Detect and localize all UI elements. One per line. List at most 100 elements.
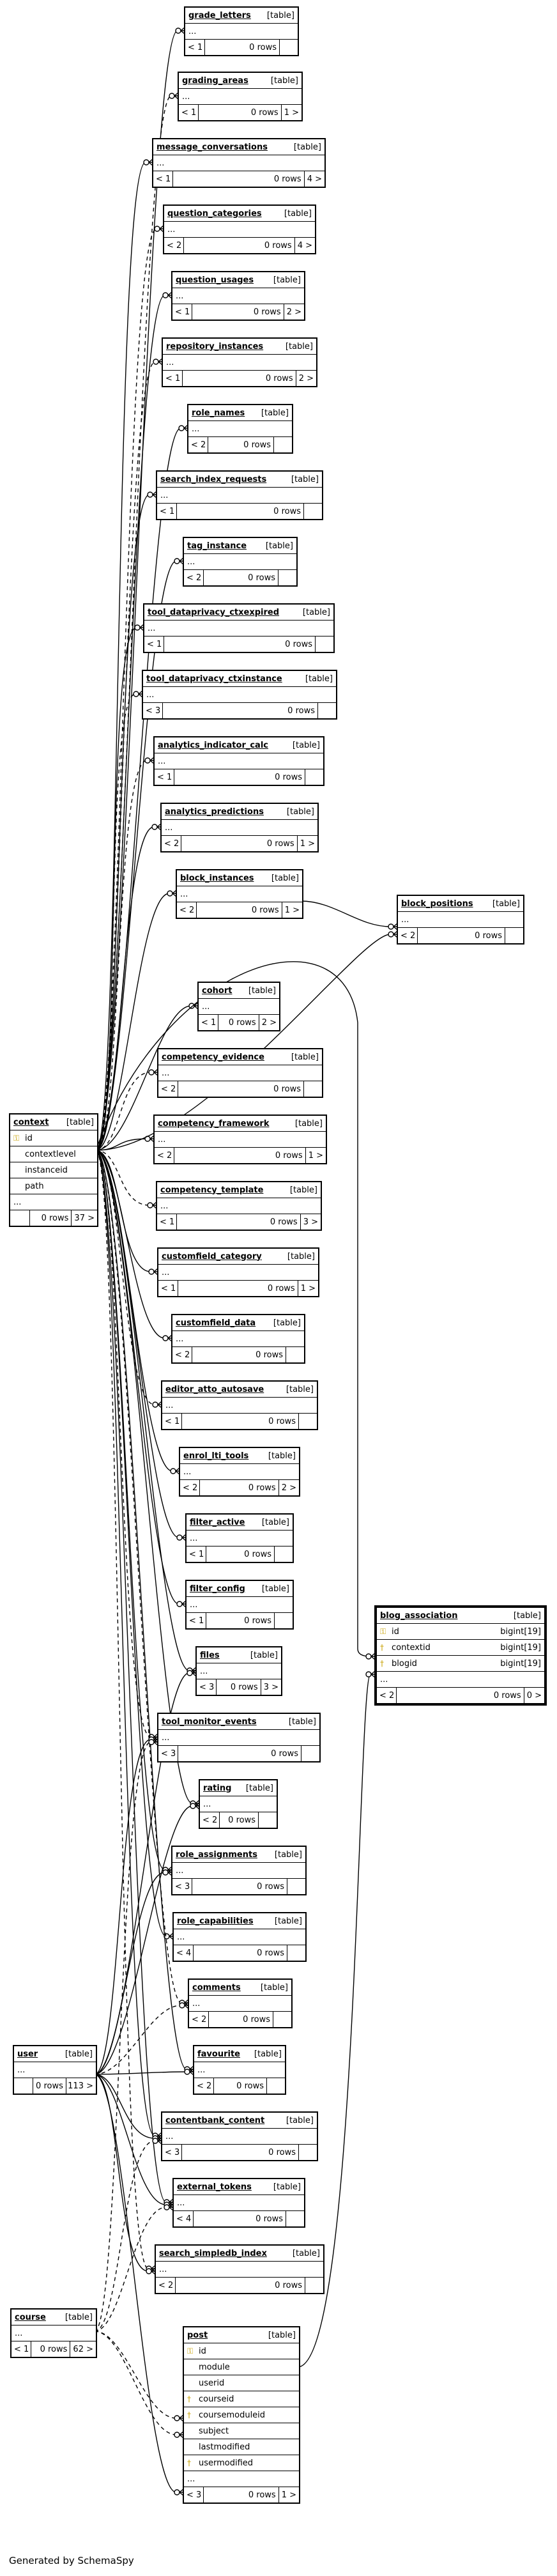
parent-count[interactable]: < 1 <box>163 371 183 386</box>
parent-count[interactable]: < 2 <box>177 902 197 918</box>
parent-count[interactable]: < 2 <box>377 1688 397 1703</box>
parent-count[interactable]: < 2 <box>188 437 208 452</box>
parent-count[interactable]: < 1 <box>157 504 177 519</box>
parent-count[interactable]: < 1 <box>187 1546 206 1562</box>
table-name[interactable]: competency_evidence <box>162 1052 264 1062</box>
parent-count[interactable]: < 1 <box>11 2341 31 2357</box>
table-name[interactable]: comments <box>192 1982 241 1993</box>
child-count[interactable] <box>274 437 292 452</box>
child-count[interactable]: 2 > <box>298 373 314 383</box>
parent-count[interactable]: < 1 <box>162 1414 182 1429</box>
table-name[interactable]: grade_letters <box>188 10 251 20</box>
table-name[interactable]: question_categories <box>167 208 262 219</box>
parent-count[interactable]: < 2 <box>158 1081 178 1097</box>
table-name[interactable]: contentbank_content <box>165 2115 265 2125</box>
child-count[interactable] <box>286 2211 304 2226</box>
table-name[interactable]: tag_instance <box>187 541 247 551</box>
parent-count[interactable]: < 3 <box>158 1746 178 1761</box>
table-name[interactable]: cohort <box>202 985 233 996</box>
child-count[interactable] <box>305 769 323 785</box>
table-name[interactable]: tool_dataprivacy_ctxinstance <box>146 674 282 684</box>
child-count[interactable] <box>275 1613 293 1628</box>
table-name[interactable]: files <box>200 1650 220 1660</box>
parent-count[interactable]: < 1 <box>172 304 192 320</box>
child-count[interactable] <box>286 1347 304 1362</box>
parent-count[interactable]: < 1 <box>179 105 199 120</box>
child-count[interactable] <box>287 1945 305 1961</box>
table-name[interactable]: favourite <box>197 2049 240 2059</box>
parent-count[interactable]: < 1 <box>153 171 173 187</box>
parent-count[interactable]: < 3 <box>184 2487 204 2503</box>
table-name[interactable]: competency_template <box>160 1185 264 1195</box>
parent-count[interactable]: < 1 <box>158 1281 178 1296</box>
table-name[interactable]: customfield_category <box>162 1251 262 1261</box>
table-tool_dataprivacy_ctxexpired[interactable]: tool_dataprivacy_ctxexpired[table]...< 1… <box>143 603 335 653</box>
table-name[interactable]: analytics_predictions <box>165 806 264 817</box>
table-name[interactable]: grading_areas <box>182 75 248 86</box>
child-count[interactable] <box>505 928 523 943</box>
parent-count[interactable]: < 2 <box>200 1812 220 1828</box>
child-count[interactable]: 2 > <box>286 307 301 317</box>
table-name[interactable]: course <box>15 2312 46 2322</box>
table-name[interactable]: search_simpledb_index <box>159 2248 267 2258</box>
table-name[interactable]: block_instances <box>180 873 254 883</box>
parent-count[interactable] <box>10 1210 30 1226</box>
child-count[interactable] <box>259 1812 277 1828</box>
parent-count[interactable]: < 1 <box>144 636 164 652</box>
table-name[interactable]: customfield_data <box>176 1318 256 1328</box>
child-count[interactable] <box>318 703 336 718</box>
child-count[interactable]: 2 > <box>261 1017 277 1028</box>
parent-count[interactable]: < 3 <box>143 703 163 718</box>
child-count[interactable] <box>275 1546 293 1562</box>
table-name[interactable]: search_index_requests <box>160 474 267 484</box>
parent-count[interactable]: < 3 <box>172 1879 192 1894</box>
parent-count[interactable]: < 1 <box>185 40 205 55</box>
parent-count[interactable] <box>14 2078 34 2094</box>
child-count[interactable]: 2 > <box>281 1483 296 1493</box>
parent-count[interactable]: < 2 <box>162 836 181 851</box>
table-name[interactable]: filter_active <box>190 1517 245 1527</box>
child-count[interactable] <box>273 2012 291 2027</box>
child-count[interactable]: 113 > <box>68 2081 93 2091</box>
table-name[interactable]: role_capabilities <box>177 1916 254 1926</box>
child-count[interactable] <box>316 636 333 652</box>
parent-count[interactable]: < 2 <box>180 1480 200 1495</box>
child-count[interactable]: 1 > <box>308 1150 323 1161</box>
child-count[interactable] <box>278 570 296 585</box>
table-name[interactable]: tool_monitor_events <box>162 1716 257 1727</box>
parent-count[interactable]: < 1 <box>157 1214 177 1230</box>
parent-count[interactable]: < 2 <box>398 928 418 943</box>
parent-count[interactable]: < 3 <box>162 2145 182 2160</box>
child-count[interactable]: 62 > <box>73 2344 93 2354</box>
table-name[interactable]: blog_association <box>380 1610 458 1621</box>
parent-count[interactable]: < 1 <box>199 1015 218 1030</box>
table-name[interactable]: role_assignments <box>176 1849 257 1860</box>
child-count[interactable] <box>301 1746 319 1761</box>
